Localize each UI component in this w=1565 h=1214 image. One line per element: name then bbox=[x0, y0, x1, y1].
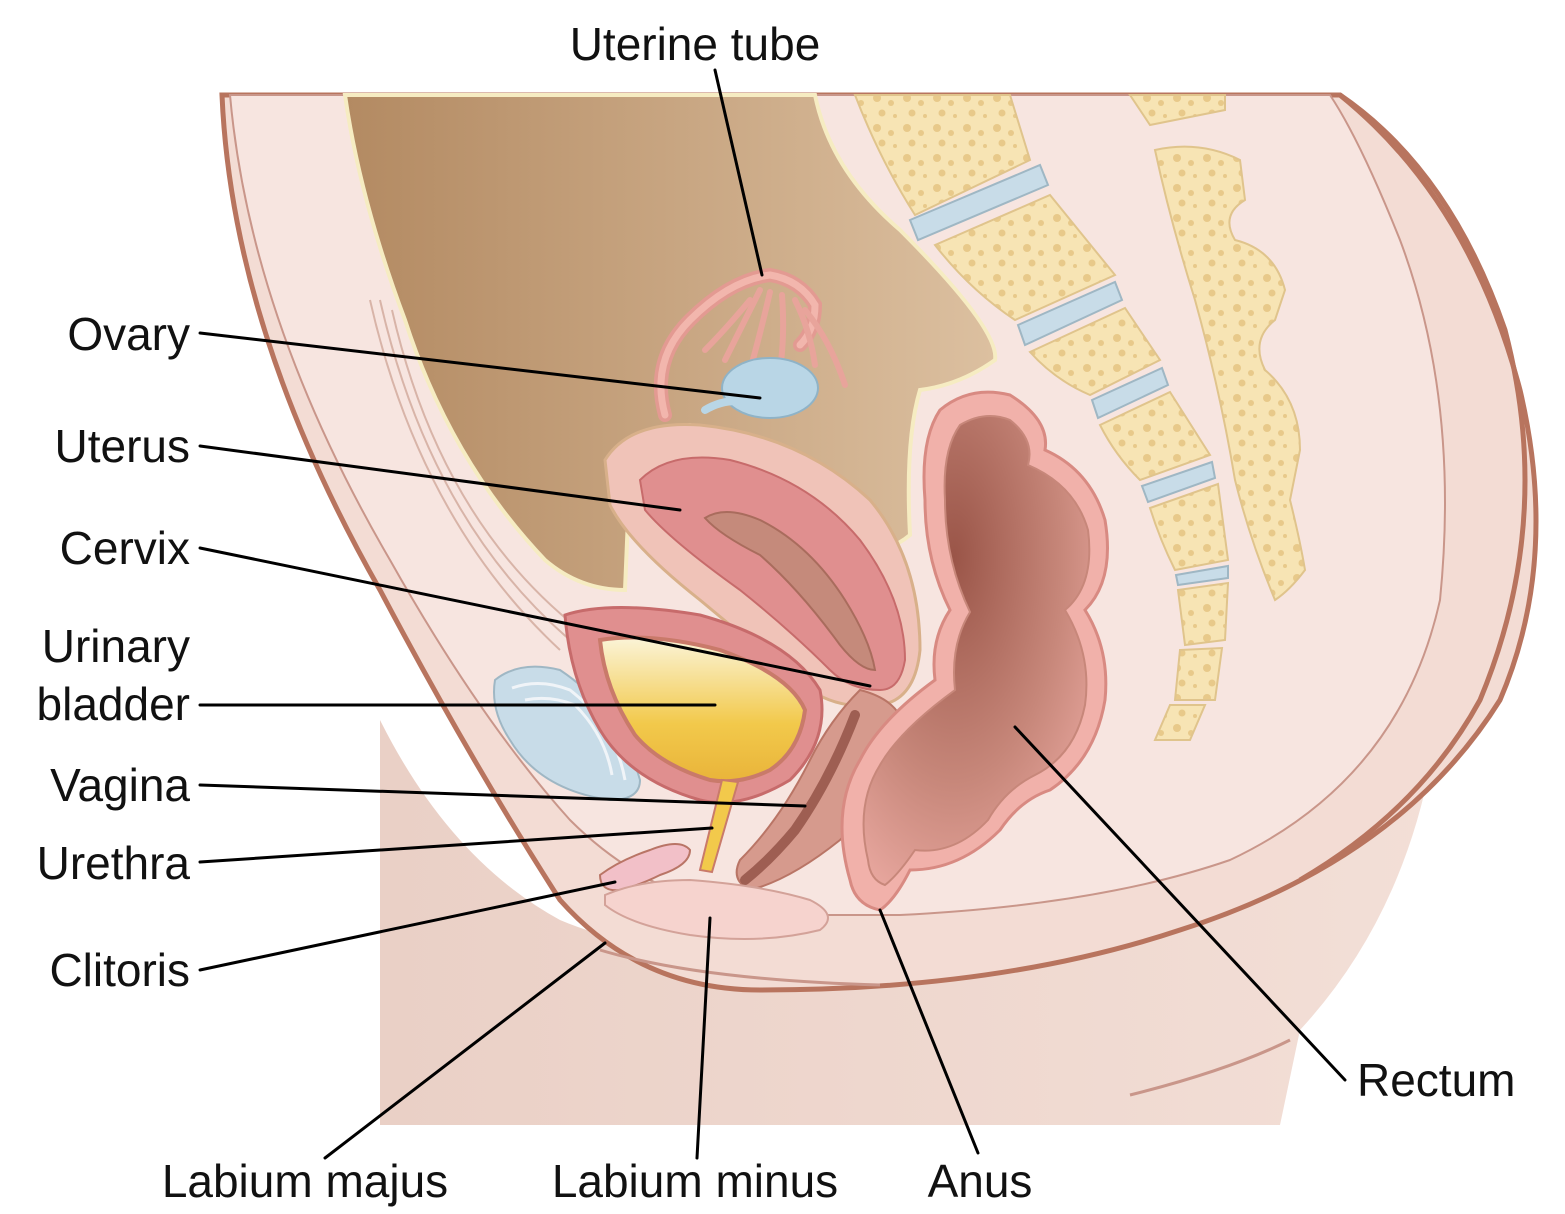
leader-ovary bbox=[198, 331, 762, 400]
uterus-shape bbox=[603, 422, 922, 708]
buttock-curve bbox=[1298, 92, 1528, 883]
leader-uterus bbox=[198, 444, 682, 512]
label-uterine-tube: Uterine tube bbox=[570, 18, 821, 70]
label-urinary-bladder-line1: Urinary bbox=[42, 620, 190, 672]
leader-lines bbox=[198, 68, 1347, 1160]
thigh-line bbox=[599, 948, 881, 987]
spine bbox=[853, 94, 1307, 741]
label-clitoris: Clitoris bbox=[49, 944, 190, 996]
label-urinary-bladder-line2: bladder bbox=[37, 678, 190, 730]
leader-labium-minus bbox=[695, 916, 712, 1160]
label-urethra: Urethra bbox=[37, 837, 191, 889]
label-labium-minus: Labium minus bbox=[552, 1155, 838, 1207]
leader-cervix bbox=[198, 546, 872, 688]
uterine-tube-and-ovary bbox=[653, 267, 848, 422]
leader-uterine-tube bbox=[713, 68, 764, 277]
leader-urethra bbox=[198, 826, 714, 864]
vaginal-canal bbox=[740, 710, 860, 885]
label-vagina: Vagina bbox=[50, 759, 190, 811]
rectum-shape bbox=[840, 390, 1109, 912]
label-uterus: Uterus bbox=[55, 420, 190, 472]
leader-rectum bbox=[1013, 725, 1347, 1082]
leader-vagina bbox=[198, 783, 807, 808]
labels: Uterine tube Ovary Uterus Cervix Urinary… bbox=[37, 18, 1516, 1207]
ovary-shape bbox=[721, 357, 819, 419]
label-ovary: Ovary bbox=[67, 308, 190, 360]
leader-anus bbox=[878, 908, 980, 1155]
label-cervix: Cervix bbox=[60, 522, 190, 574]
label-anus: Anus bbox=[928, 1155, 1033, 1207]
thigh bbox=[380, 600, 1440, 1125]
leader-clitoris bbox=[198, 880, 617, 972]
leader-labium-majus bbox=[323, 941, 607, 1160]
label-rectum: Rectum bbox=[1357, 1054, 1515, 1106]
labium-minus-shape bbox=[604, 878, 829, 940]
thigh-crease bbox=[1129, 1038, 1291, 1097]
label-labium-majus: Labium majus bbox=[162, 1155, 448, 1207]
